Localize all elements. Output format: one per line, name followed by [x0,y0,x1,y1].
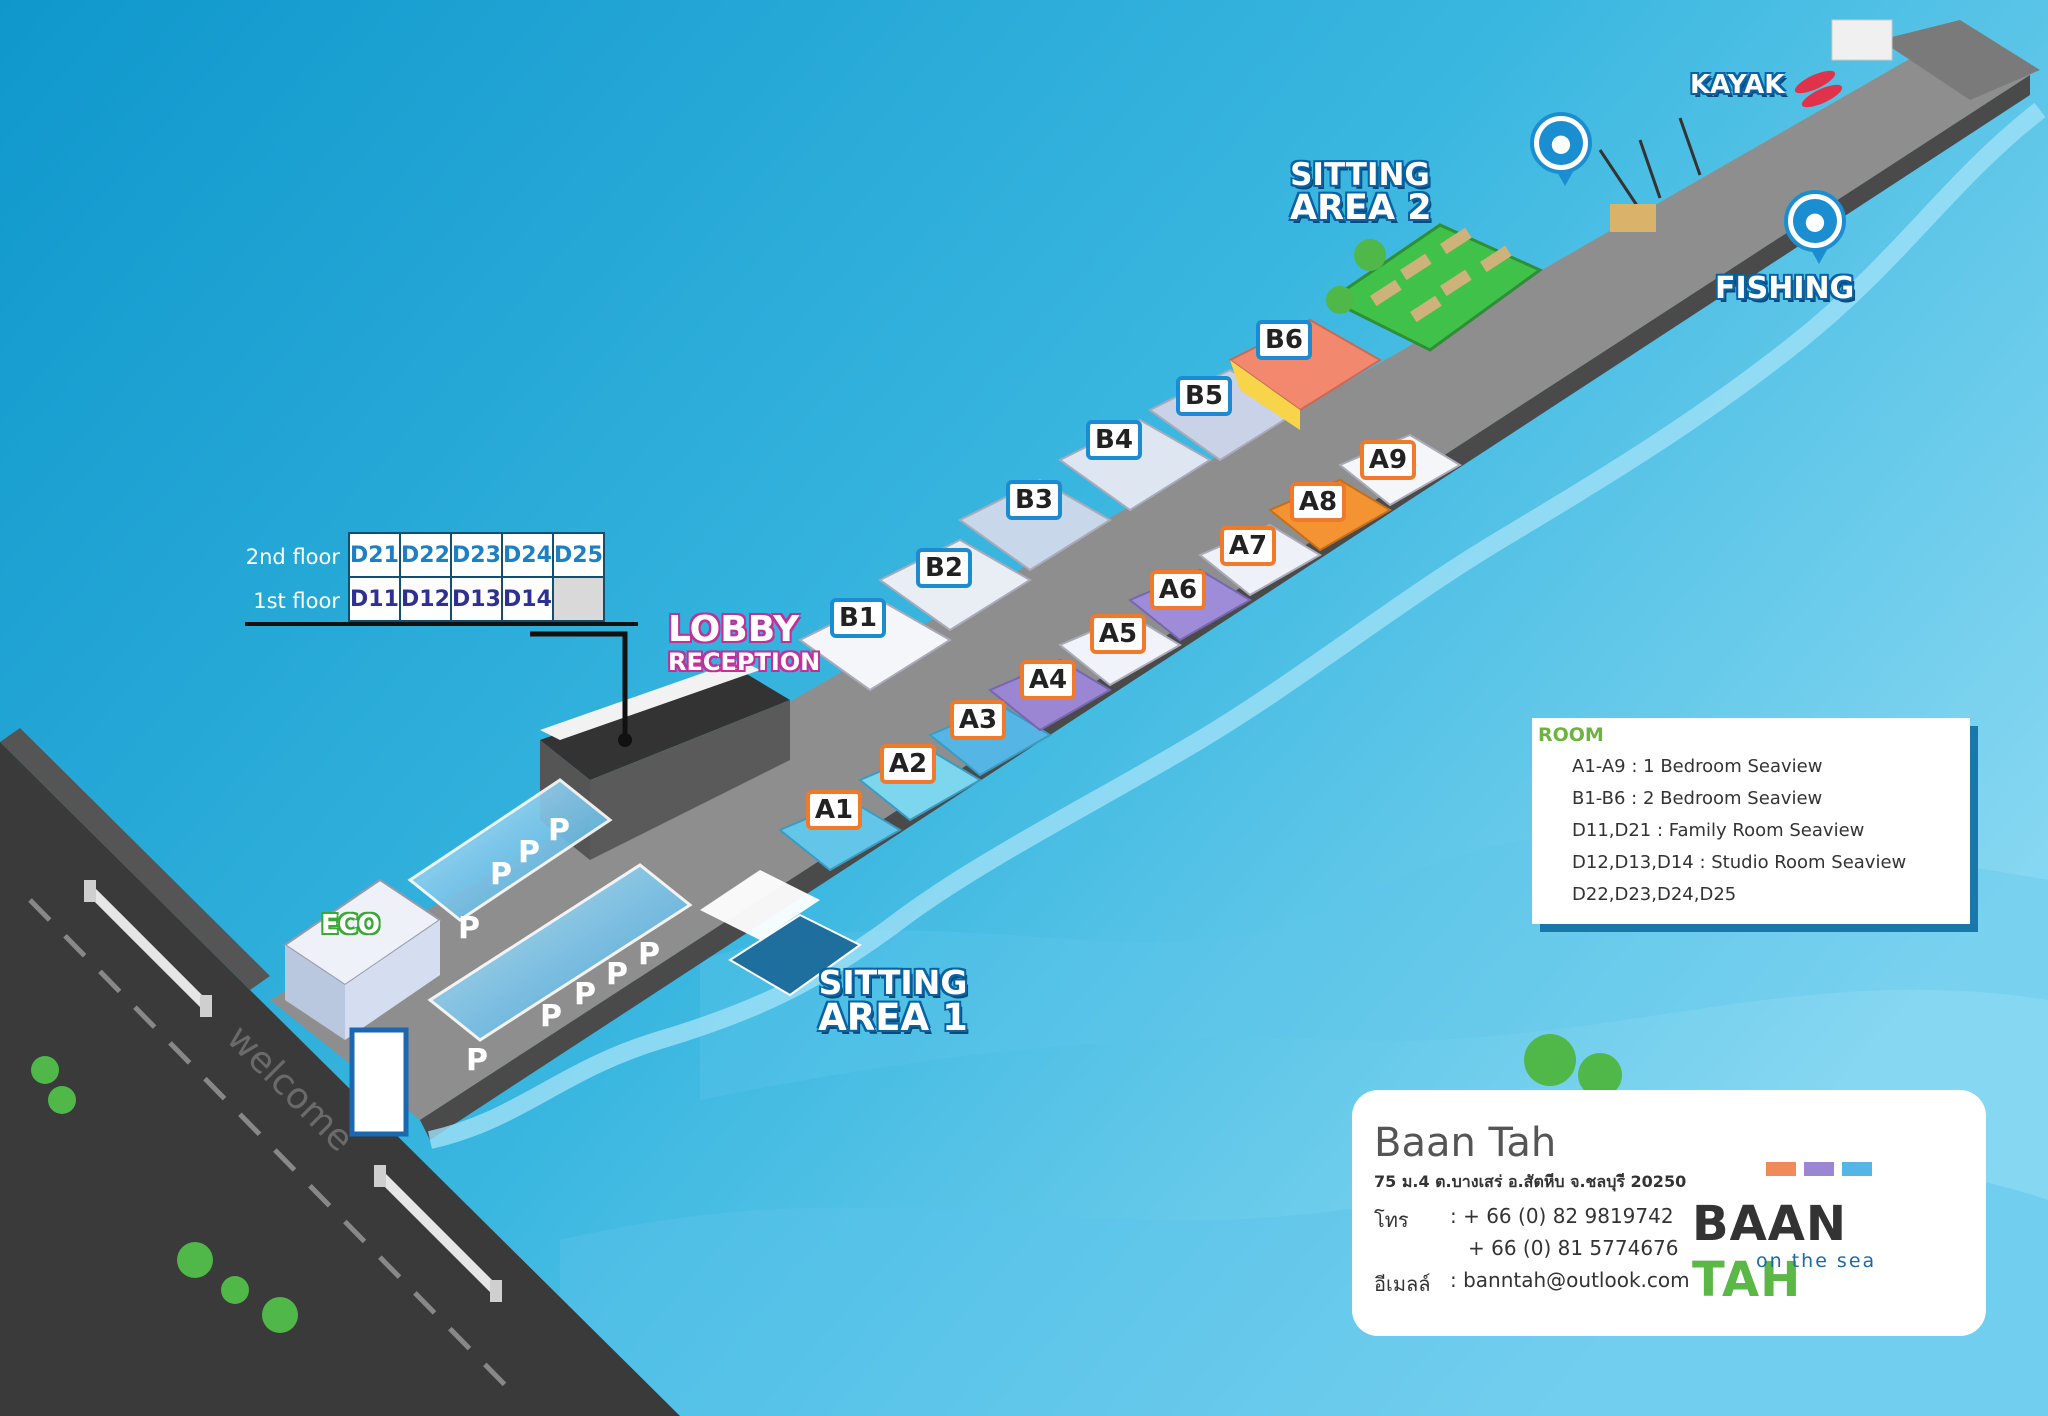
fishing-rods [1598,117,1702,211]
fishing-pin-icon: ● [1530,112,1592,186]
second-floor-label: 2nd floor [245,545,340,569]
lobby-pointer-dot [618,733,632,747]
svg-text:P: P [638,937,660,972]
sitting-area-2-deck [1327,223,1543,352]
room-legend-title: ROOM [1538,724,1604,746]
sitting-area-2-label: SITTING AREA 2 [1290,157,1432,228]
first-floor-label: 1st floor [253,589,340,613]
phone-label: โทร [1374,1208,1409,1232]
resort-address: 75 ม.4 ต.บางเสร่ อ.สัตหีบ จ.ชลบุรี 20250 [1374,1172,1687,1191]
logo-tagline: on the sea [1756,1250,1877,1272]
phone-number: + 66 (0) 81 5774676 [1468,1236,1679,1260]
eco-label: ECO [321,910,380,940]
floor-room-d25: D25 [552,532,605,578]
legend-row: A1-A9 : 1 Bedroom Seaview [1572,756,1823,777]
room-legend: ROOM A1-A9 : 1 Bedroom Seaview B1-B6 : 2… [1532,718,1970,924]
legend-row: D12,D13,D14 : Studio Room Seaview [1572,852,1907,873]
legend-row: D22,D23,D24,D25 [1572,884,1737,905]
resort-name: Baan Tah [1374,1120,1557,1166]
road-lane-marking [28,898,512,1392]
room-tag-a1: A1 [806,790,862,830]
email-address: : banntah@outlook.com [1450,1268,1690,1292]
lobby-pointer [530,631,628,738]
sitting-area-1-tents [700,870,820,940]
floor-room-d21: D21 [348,532,401,578]
floor-room-d13: D13 [450,576,503,622]
entrance-gate [84,880,502,1302]
floor-room-d12: D12 [399,576,452,622]
svg-text:P: P [606,957,628,992]
reception-label: RECEPTION [668,648,821,676]
email-label: อีเมลล์ [1374,1272,1431,1296]
kayak-shed [1831,19,1893,61]
legend-row: D11,D21 : Family Room Seaview [1572,820,1865,841]
room-tag-a6: A6 [1150,570,1206,610]
room-tag-b6: B6 [1256,320,1312,360]
sitting-area-1-label: SITTING AREA 1 [818,963,968,1039]
entrance-sign [349,1027,409,1137]
logo-wordmark: BAAN TAH [1692,1196,1848,1308]
contact-card: Baan Tah 75 ม.4 ต.บางเสร่ อ.สัตหีบ จ.ชลบ… [1352,1090,1986,1336]
fishing-bench [1610,204,1656,232]
svg-text:P: P [548,813,570,848]
road [0,742,680,1416]
room-tag-a2: A2 [880,744,936,784]
svg-text:P: P [458,911,480,946]
sitting-area-2-loungers [1370,227,1512,323]
svg-text:P: P [518,835,540,870]
svg-text:P: P [540,999,562,1034]
room-tag-b4: B4 [1086,420,1142,460]
floor-room-d11: D11 [348,576,401,622]
room-tag-b1: B1 [830,598,886,638]
floor-room-d24: D24 [501,532,554,578]
room-tag-b2: B2 [916,548,972,588]
room-tag-a4: A4 [1020,660,1076,700]
room-tag-a7: A7 [1220,526,1276,566]
parking-spots: P P P P P P P P P [458,813,660,1078]
kayak-label: KAYAK [1690,70,1785,100]
room-tag-b5: B5 [1176,376,1232,416]
road-edge [0,728,270,990]
phone-number: : + 66 (0) 82 9819742 [1450,1204,1674,1228]
parking-awnings [407,778,693,1042]
sea-foam [428,102,2046,1149]
sitting-area-1-deck [728,913,862,997]
palm-trees [31,239,1622,1333]
kayak [1801,84,1843,108]
room-tag-b3: B3 [1006,480,1062,520]
svg-text:P: P [466,1043,488,1078]
floor-room-empty [552,576,605,622]
baantah-logo: BAAN TAH on the sea [1692,1158,1944,1308]
floor-room-d22: D22 [399,532,452,578]
pier-platform [1880,20,2040,100]
floor-room-d23: D23 [450,532,503,578]
room-tag-a3: A3 [950,700,1006,740]
room-tag-a5: A5 [1090,614,1146,654]
svg-text:P: P [574,977,596,1012]
legend-row: B1-B6 : 2 Bedroom Seaview [1572,788,1823,809]
fishing-pin-icon: ● [1784,190,1846,264]
fishing-label: FISHING [1715,271,1855,306]
room-tag-a9: A9 [1360,440,1416,480]
lobby-label: LOBBY [668,609,800,650]
svg-text:P: P [490,857,512,892]
floor-room-d14: D14 [501,576,554,622]
eco-house [283,878,442,1040]
room-tag-a8: A8 [1290,482,1346,522]
kayak [1794,70,1836,94]
